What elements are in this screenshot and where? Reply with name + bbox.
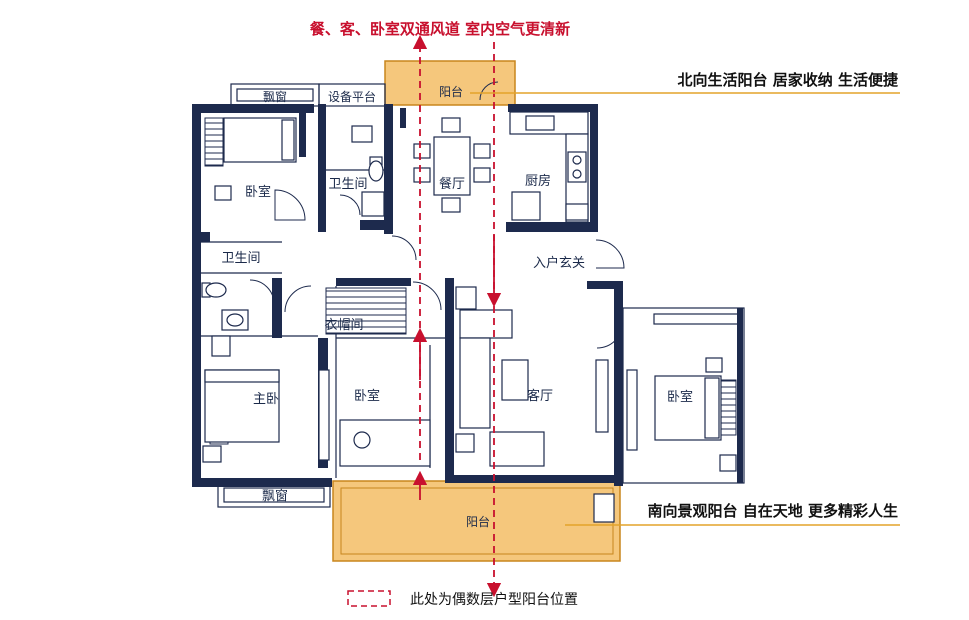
room-label: 卧室 xyxy=(667,389,693,405)
headline: 餐、客、卧室双通风道 室内空气更清新 xyxy=(310,20,570,38)
tv-cabinet-icon xyxy=(626,369,638,451)
wall xyxy=(318,104,326,232)
legend-text: 此处为偶数层户型阳台位置 xyxy=(410,591,578,608)
bed-icon xyxy=(654,375,722,441)
room-label: 阳台 xyxy=(439,84,463,99)
cabinet-icon xyxy=(593,493,615,523)
wall xyxy=(200,232,210,242)
room-label: 餐厅 xyxy=(439,176,465,192)
desk-icon xyxy=(214,185,232,201)
wall xyxy=(590,104,598,232)
cabinet-icon xyxy=(455,286,477,310)
door-swing-icon xyxy=(479,81,499,101)
room-label: 主卧 xyxy=(253,392,279,407)
tv-cabinet-icon xyxy=(595,359,609,433)
wall xyxy=(400,108,406,128)
sofa-icon xyxy=(489,431,545,467)
room-label: 卫生间 xyxy=(328,177,367,192)
dining-table-icon xyxy=(413,117,491,213)
wall xyxy=(336,278,411,286)
sink-icon xyxy=(351,125,373,143)
stove-icon xyxy=(567,151,587,183)
door-swing-icon xyxy=(249,279,275,305)
wall xyxy=(192,104,314,113)
east-wardrobe-top xyxy=(653,313,739,325)
room-label: 设备平台 xyxy=(328,89,376,104)
nightstand-icon xyxy=(705,357,723,373)
nightstand-icon xyxy=(719,454,737,472)
wall xyxy=(272,278,282,338)
bed-icon xyxy=(204,369,280,443)
room-label: 卫生间 xyxy=(221,251,260,266)
callout-south: 南向景观阳台 自在天地 更多精彩人生 xyxy=(648,502,898,520)
wall xyxy=(587,281,623,289)
room-label: 客厅 xyxy=(527,388,553,404)
shower-icon xyxy=(361,191,385,217)
nightstand-icon xyxy=(202,445,222,463)
chair-icon xyxy=(353,431,371,449)
coffee-table-icon xyxy=(501,359,529,401)
room-label: 衣帽间 xyxy=(324,317,363,333)
callout-north: 北向生活阳台 居家收纳 生活便捷 xyxy=(678,71,899,89)
wall xyxy=(445,278,454,478)
toilet-icon xyxy=(201,282,227,298)
room-label: 厨房 xyxy=(525,173,551,189)
room-label: 卧室 xyxy=(354,388,380,404)
desk-icon xyxy=(339,419,431,467)
nightstand-icon xyxy=(211,335,231,357)
balcony-south xyxy=(332,480,621,562)
wall xyxy=(192,478,332,487)
cabinet-icon xyxy=(318,369,330,461)
bay-window-top-sill xyxy=(236,88,314,102)
armchair-icon xyxy=(455,433,475,453)
east-wall-right xyxy=(737,308,743,483)
equipment-platform xyxy=(318,83,386,107)
wardrobe-icon xyxy=(204,117,224,167)
wall xyxy=(192,104,201,487)
wall xyxy=(299,112,306,157)
room-label: 卧室 xyxy=(245,184,271,200)
door-swing-icon xyxy=(274,189,306,221)
door-swing-icon xyxy=(339,194,361,216)
door-swing-icon xyxy=(596,321,624,349)
sink-icon xyxy=(525,115,555,131)
bay-window-bottom-sill xyxy=(223,487,325,503)
room-label: 入户玄关 xyxy=(533,255,585,271)
cabinet-icon xyxy=(565,203,589,221)
wall xyxy=(506,222,596,232)
wardrobe-icon xyxy=(325,287,407,335)
sink-icon xyxy=(221,309,249,331)
wall xyxy=(360,220,390,230)
east-bedroom-outline xyxy=(622,307,745,484)
room-label: 飘窗 xyxy=(262,488,288,504)
fridge-icon xyxy=(511,191,541,221)
wall xyxy=(445,475,623,483)
bed-icon xyxy=(223,117,297,163)
door-swing-icon xyxy=(595,239,625,269)
door-swing-icon xyxy=(412,281,442,311)
wall xyxy=(384,104,393,234)
door-swing-icon xyxy=(391,235,417,261)
toilet-icon xyxy=(368,156,384,182)
wall xyxy=(508,104,598,112)
door-swing-icon xyxy=(284,285,312,313)
wall xyxy=(614,281,623,486)
room-label: 阳台 xyxy=(466,514,490,529)
room-label: 飘窗 xyxy=(263,90,287,104)
sofa-icon xyxy=(459,309,513,429)
legend-swatch xyxy=(347,590,391,607)
